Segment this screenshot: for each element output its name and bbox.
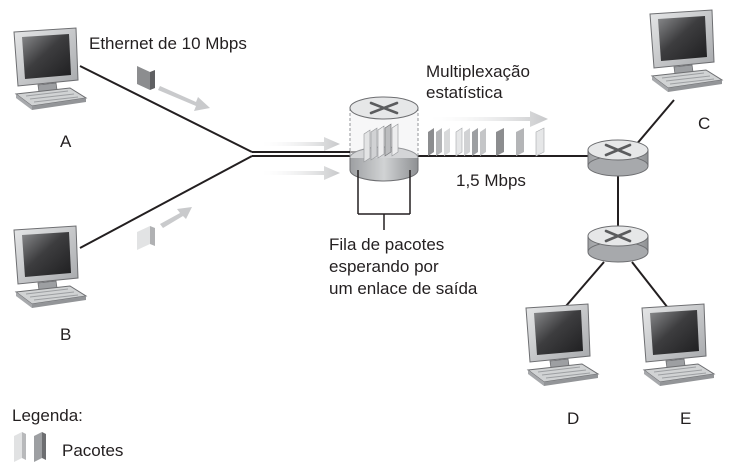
queue-label-line3: um enlace de saída (329, 279, 478, 298)
host-d-computer (525, 303, 599, 387)
queue-label-line2: esperando por (329, 257, 439, 276)
host-c-computer (649, 9, 723, 93)
link-host-e (631, 261, 669, 309)
router-right-lower (586, 224, 650, 264)
host-a-computer (13, 27, 87, 111)
flow-arrows (158, 86, 548, 228)
arrow-from-a (158, 86, 210, 111)
arrow-trunk-bottom (262, 166, 340, 180)
host-e-label: E (680, 409, 692, 428)
legend-packets-icon (14, 432, 46, 462)
host-a-label: A (60, 132, 72, 151)
packet-near-a (137, 66, 155, 90)
link-host-d (565, 261, 605, 307)
link-speed-label: 1,5 Mbps (456, 171, 526, 190)
queue-bracket (357, 170, 411, 230)
arrow-from-b (160, 207, 192, 228)
packet-near-b (137, 226, 155, 250)
legend-title: Legenda: (12, 406, 83, 425)
link-host-b (79, 155, 253, 249)
host-b-label: B (60, 325, 72, 344)
arrow-trunk-top (262, 137, 340, 151)
router-queue (349, 96, 419, 182)
legend-packets-label: Pacotes (62, 441, 124, 460)
link-host-a (79, 65, 253, 153)
outgoing-packets (428, 127, 545, 157)
queued-packets (363, 123, 399, 163)
host-d-label: D (567, 409, 580, 428)
queue-label-line1: Fila de pacotes (329, 235, 445, 254)
host-e-computer (641, 303, 715, 387)
multiplexing-label-line2: estatística (426, 83, 503, 102)
host-b-computer (13, 225, 87, 309)
ethernet-label: Ethernet de 10 Mbps (89, 34, 247, 53)
host-c-label: C (698, 114, 711, 133)
multiplexing-label-line1: Multiplexação (426, 62, 530, 81)
arrow-multiplexing (430, 111, 548, 127)
router-right-upper (586, 138, 650, 178)
